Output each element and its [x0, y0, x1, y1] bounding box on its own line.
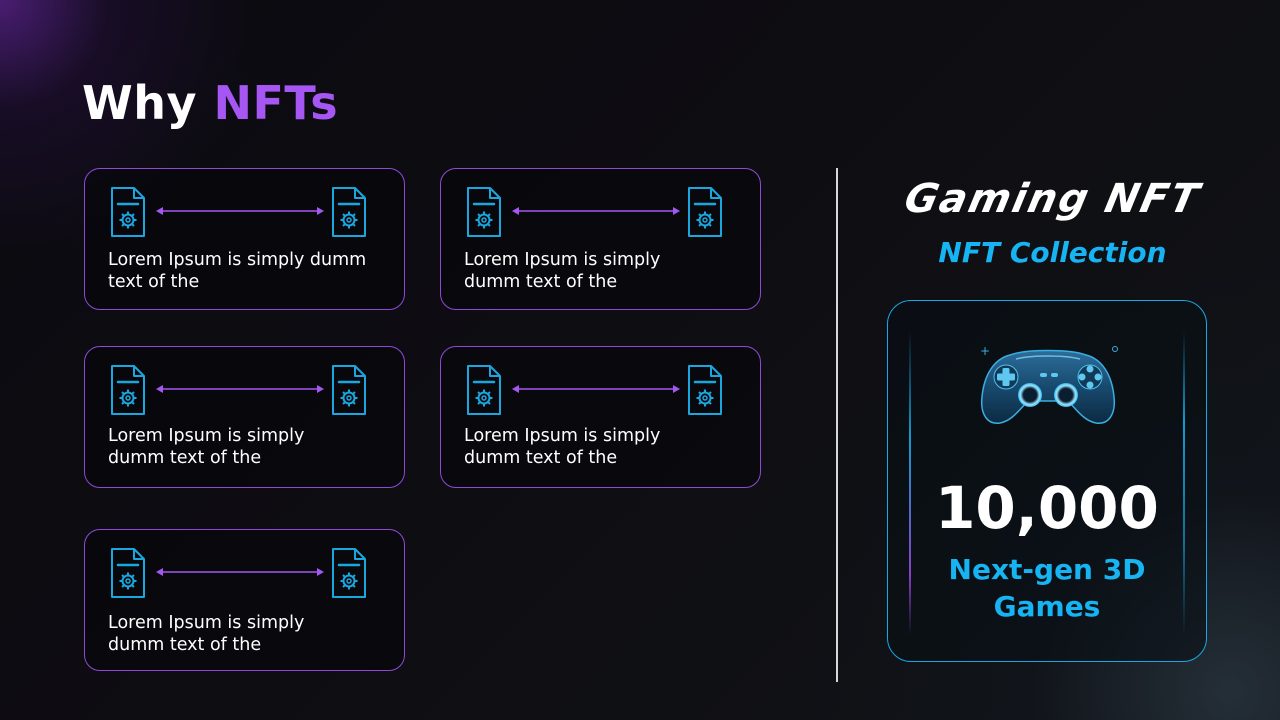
title-word-nfts: NFTs	[213, 76, 339, 130]
games-caption-line-1: Next-gen 3D	[948, 553, 1146, 586]
feature-card-text: Lorem Ipsum is simply dumm text of the	[108, 613, 305, 655]
document-gear-icon	[109, 364, 147, 416]
document-gear-icon	[686, 186, 724, 238]
feature-card-text: Lorem Ipsum is simply dumm text of the	[108, 426, 305, 468]
double-arrow-icon	[511, 206, 681, 216]
games-count: 10,000	[935, 474, 1159, 542]
brand-title: Gaming NFT	[900, 176, 1205, 222]
feature-card-5: Lorem Ipsum is simply dumm text of the	[84, 529, 405, 671]
games-caption: Next-gen 3D Games	[888, 551, 1206, 625]
collection-subtitle: NFT Collection	[938, 236, 1167, 269]
double-arrow-icon	[155, 206, 325, 216]
feature-card-text: Lorem Ipsum is simply dumm text of the	[108, 250, 367, 292]
document-gear-icon	[465, 364, 503, 416]
document-gear-icon	[109, 547, 147, 599]
feature-card-text: Lorem Ipsum is simply dumm text of the	[464, 426, 661, 468]
feature-card-text: Lorem Ipsum is simply dumm text of the	[464, 250, 661, 292]
document-gear-icon	[686, 364, 724, 416]
panel-glow-line-left	[909, 331, 911, 635]
title-word-why: Why	[82, 76, 197, 130]
gamepad-icon: +	[980, 344, 1118, 424]
games-stat-panel: + 10,000 Next-gen 3D Games	[887, 300, 1207, 662]
document-gear-icon	[330, 364, 368, 416]
document-gear-icon	[465, 186, 503, 238]
vertical-divider	[836, 168, 838, 682]
document-gear-icon	[109, 186, 147, 238]
games-caption-line-2: Games	[993, 590, 1101, 623]
double-arrow-icon	[511, 384, 681, 394]
feature-card-2: Lorem Ipsum is simply dumm text of the	[440, 168, 761, 310]
panel-glow-line-right	[1183, 331, 1185, 635]
document-gear-icon	[330, 186, 368, 238]
feature-card-4: Lorem Ipsum is simply dumm text of the	[440, 346, 761, 488]
double-arrow-icon	[155, 567, 325, 577]
document-gear-icon	[330, 547, 368, 599]
double-arrow-icon	[155, 384, 325, 394]
feature-card-1: Lorem Ipsum is simply dumm text of the	[84, 168, 405, 310]
page-title: Why NFTs	[82, 74, 338, 132]
feature-card-3: Lorem Ipsum is simply dumm text of the	[84, 346, 405, 488]
svg-text:+: +	[980, 344, 990, 358]
